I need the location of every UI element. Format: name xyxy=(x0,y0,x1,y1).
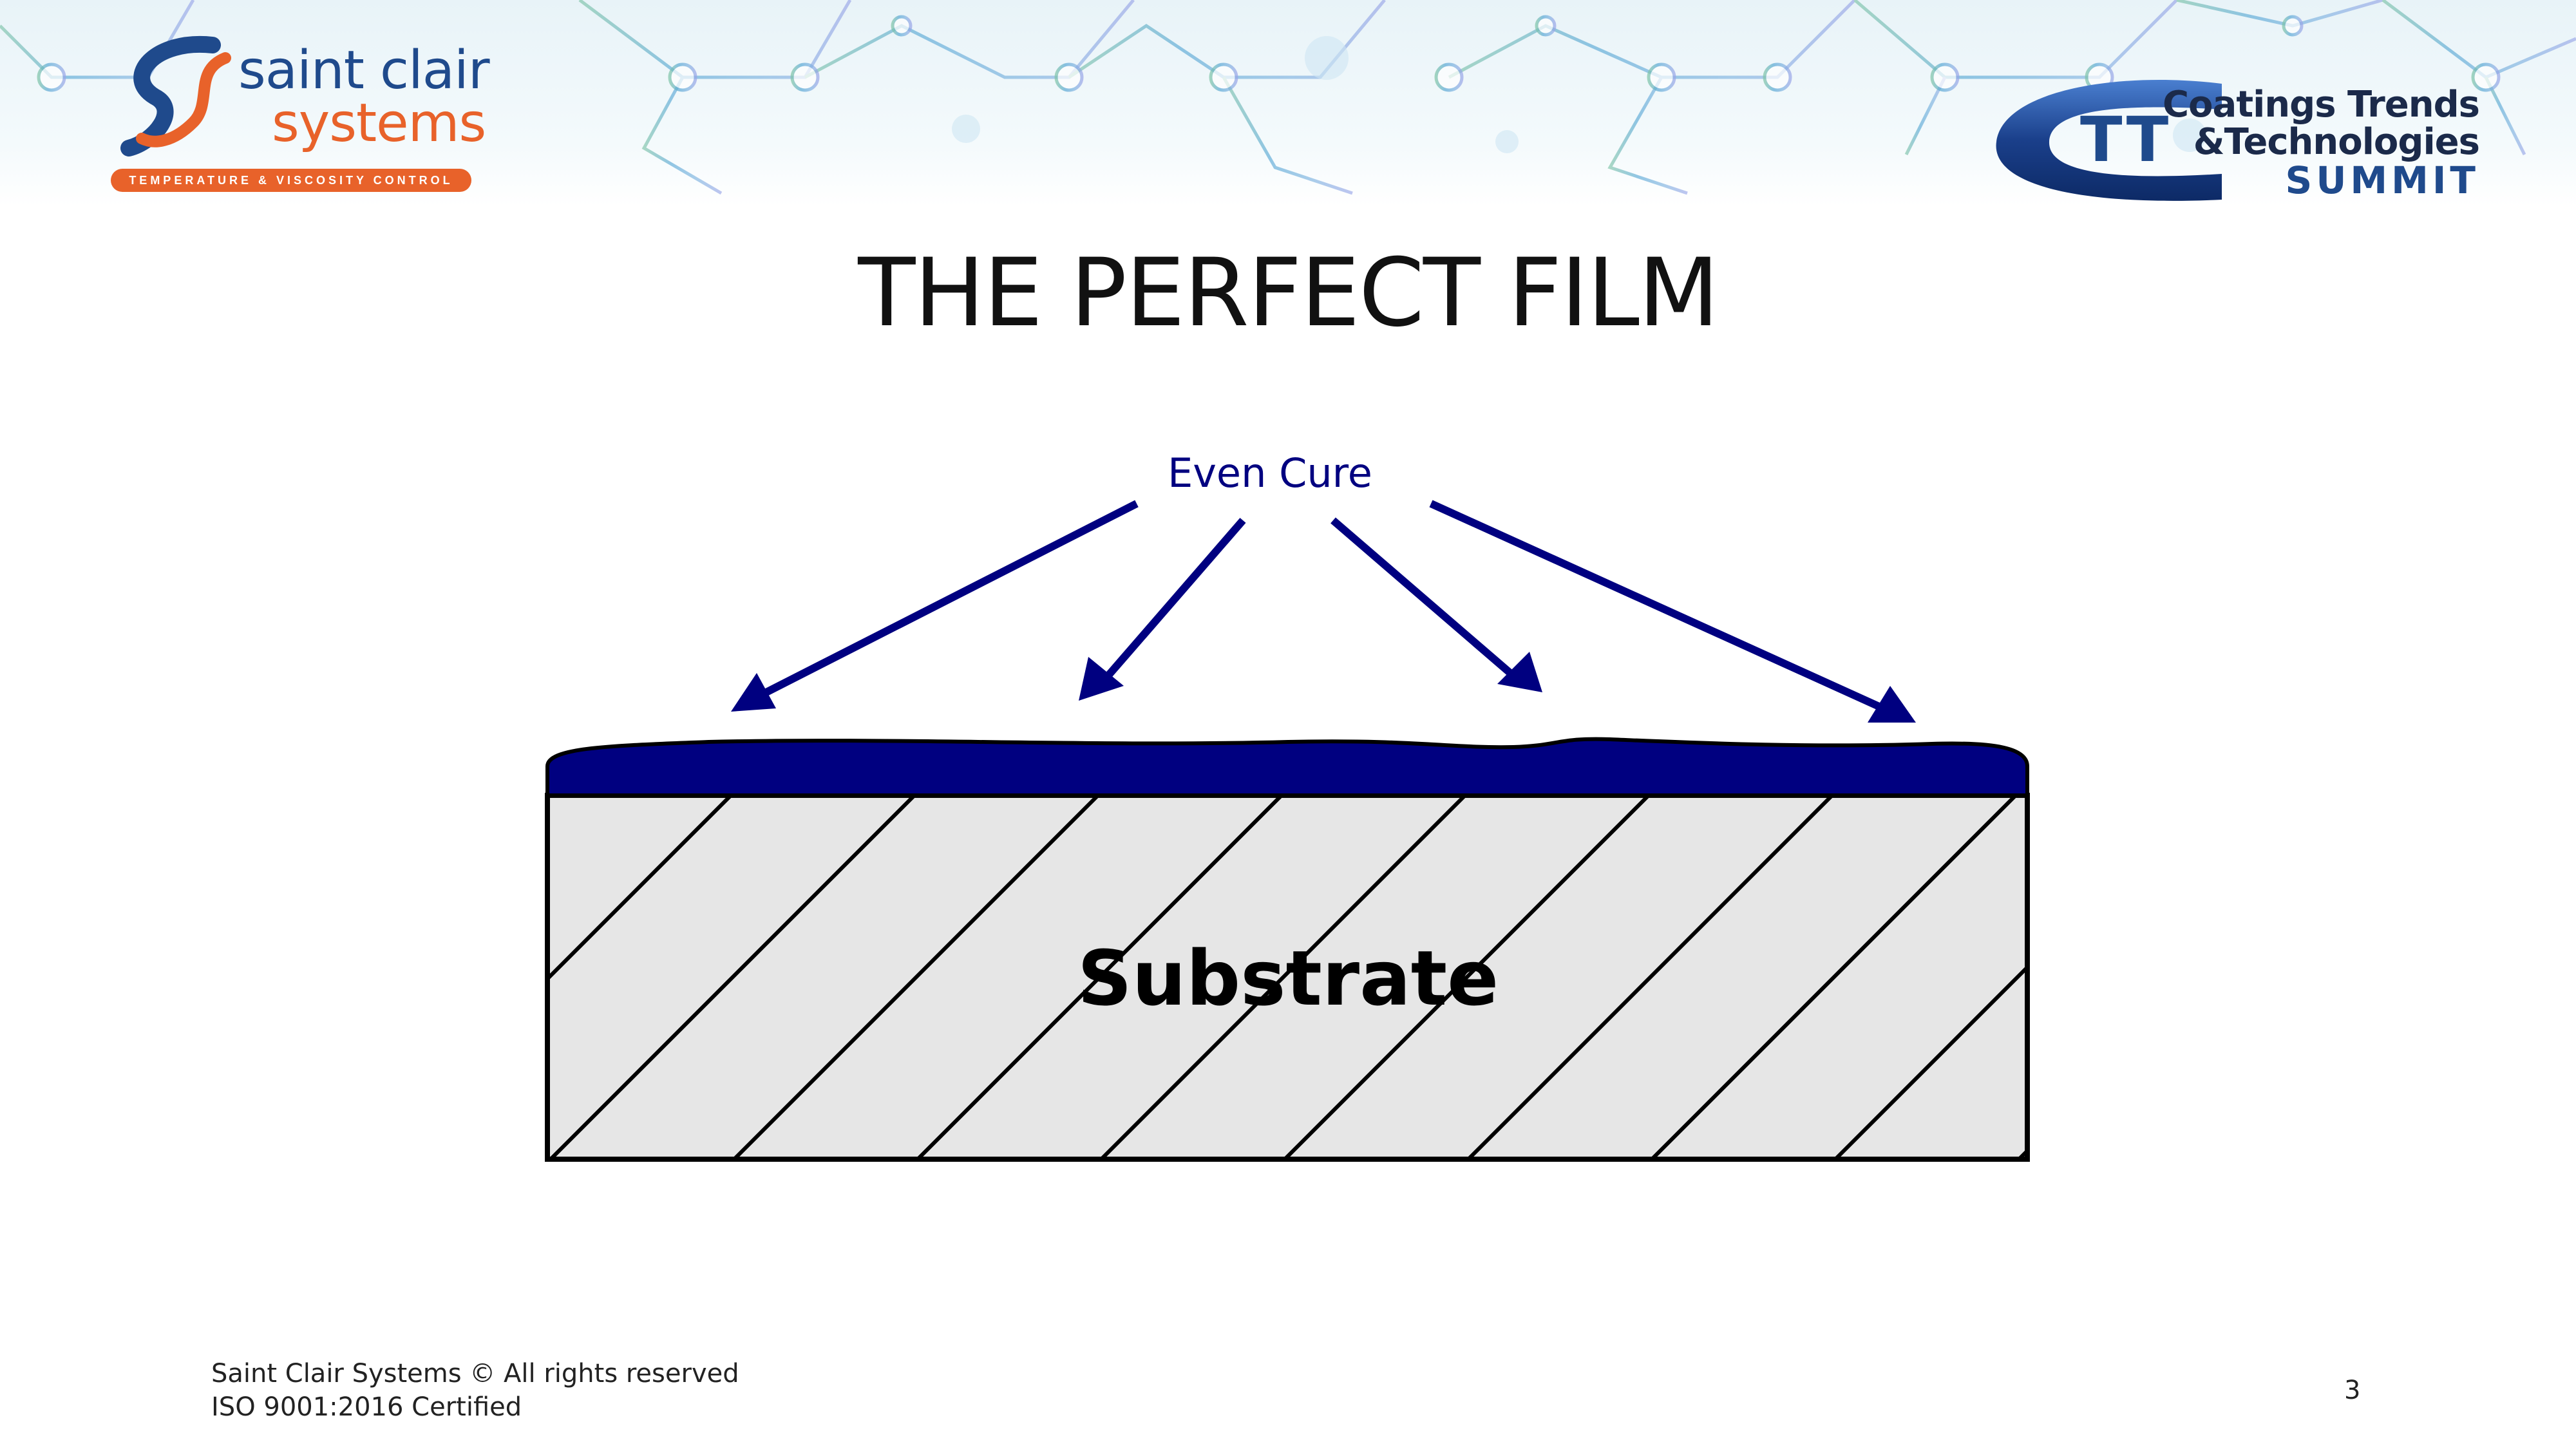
footer-certification: ISO 9001:2016 Certified xyxy=(211,1392,522,1422)
logo-right-line3: SUMMIT xyxy=(2285,158,2479,202)
arrow-3 xyxy=(1331,517,1542,692)
arrow-4 xyxy=(1429,500,1916,723)
arrow-2 xyxy=(1079,518,1246,701)
footer-copyright: Saint Clair Systems © All rights reserve… xyxy=(211,1359,739,1388)
swirl-s-icon xyxy=(120,35,231,156)
logo-right-line1: Coatings Trends xyxy=(2162,84,2480,126)
even-cure-label: Even Cure xyxy=(1168,450,1372,497)
page-title: THE PERFECT FILM xyxy=(858,238,1719,348)
coatings-trends-summit-logo: TT Coatings Trends &Technologies SUMMIT xyxy=(1990,71,2480,206)
substrate-hatching xyxy=(547,795,2027,1159)
logo-right-line2: &Technologies xyxy=(2193,121,2480,163)
film-layer xyxy=(545,737,2029,797)
page-number: 3 xyxy=(2344,1376,2361,1405)
ctt-swoosh-icon: TT xyxy=(1996,80,2222,201)
saint-clair-systems-logo: saint clair systems TEMPERATURE & VISCOS… xyxy=(103,26,490,200)
logo-left-line1: saint clair xyxy=(238,40,490,101)
substrate-label: Substrate xyxy=(1077,934,1499,1023)
ctt-monogram: TT xyxy=(2080,104,2171,176)
arrow-1 xyxy=(731,500,1139,712)
logo-left-line2: systems xyxy=(272,93,486,154)
logo-left-tagline: TEMPERATURE & VISCOSITY CONTROL xyxy=(111,169,471,192)
